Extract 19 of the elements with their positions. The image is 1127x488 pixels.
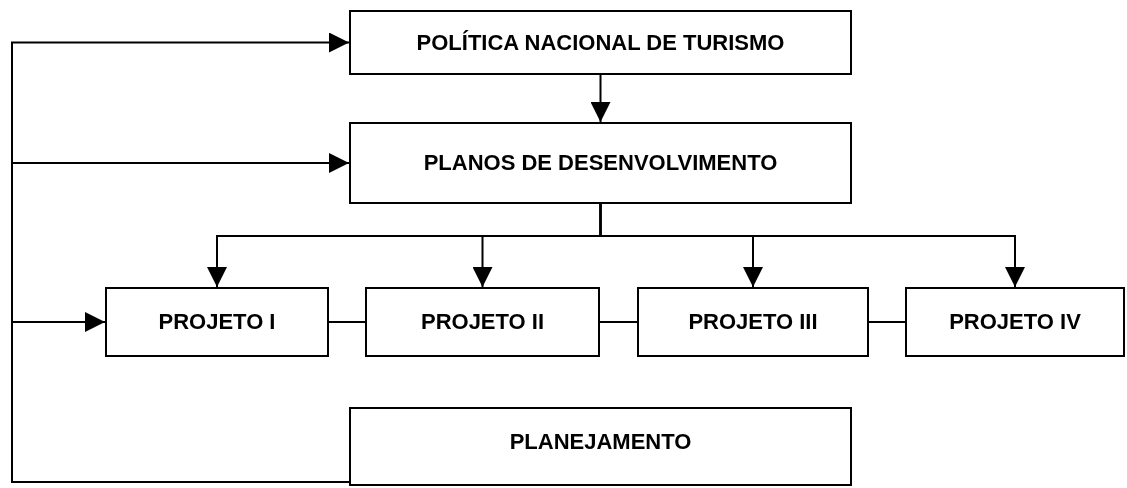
- box-label: PROJETO II: [420, 309, 545, 335]
- connector-line: [328, 321, 366, 323]
- process-box: [637, 287, 869, 357]
- process-box: [349, 10, 852, 75]
- box-label: PROJETO III: [688, 309, 818, 335]
- box-label: POLÍTICA NACIONAL DE TURISMO: [416, 29, 785, 56]
- connector-line: [599, 321, 638, 323]
- arrow: [599, 203, 1025, 288]
- process-box: [105, 287, 329, 357]
- box-label: PLANEJAMENTO: [509, 429, 692, 455]
- process-box: [905, 287, 1125, 357]
- box-label: PLANOS DE DESENVOLVIMENTO: [423, 150, 778, 176]
- arrow: [590, 74, 611, 123]
- process-box: [349, 122, 852, 204]
- box-label: PROJETO I: [158, 309, 276, 335]
- process-box: [349, 407, 852, 486]
- process-box: [365, 287, 600, 357]
- box-label: PROJETO IV: [949, 309, 1081, 335]
- connector-line: [868, 321, 906, 323]
